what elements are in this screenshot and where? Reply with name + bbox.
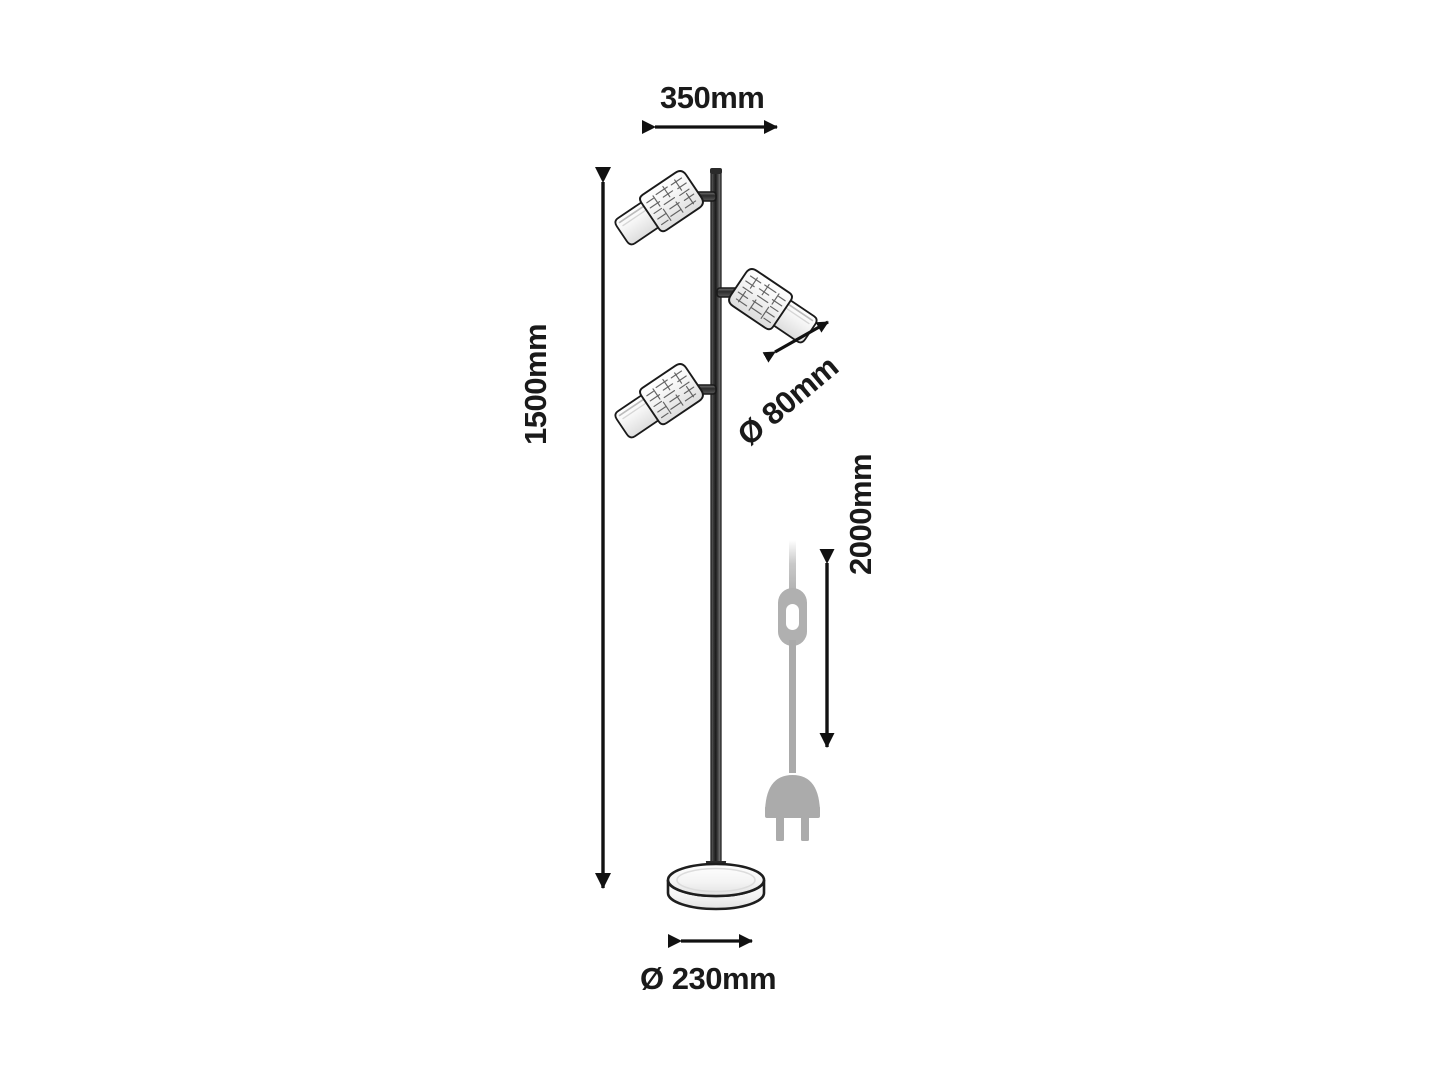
lamp-head-top [609,167,707,253]
plug-prong-right [801,816,809,841]
lamp-head-middle [725,265,823,351]
inline-switch [778,588,807,646]
dimension-label-350mm: 350mm [660,80,765,115]
lamp-base-plate [666,862,766,911]
plug-prong-left [776,816,784,841]
dimension-label-2000mm: 2000mm [843,453,878,575]
lamp-assembly [609,167,823,911]
lamp-pole [711,170,721,876]
cord-upper [789,540,796,602]
cord-lower [789,640,796,773]
lamp-head-bottom [609,360,707,446]
dimension-label-1500mm: 1500mm [518,323,553,445]
dimension-arrow-80mm [762,320,829,363]
mains-plug [765,775,820,841]
power-cord-assembly [765,540,820,841]
dimension-label-230mm: Ø 230mm [640,961,777,996]
